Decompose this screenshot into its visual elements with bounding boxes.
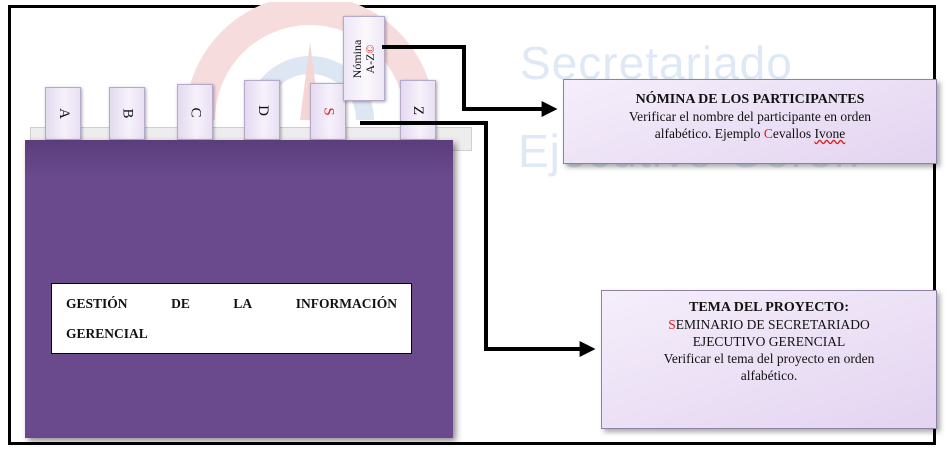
folder-label-word-2: DE bbox=[171, 296, 190, 311]
callout-project-initial: S bbox=[668, 317, 676, 332]
arrow-to-participants bbox=[382, 45, 558, 117]
folder-shade bbox=[25, 140, 453, 178]
folder-label-line2: GERENCIAL bbox=[66, 326, 148, 341]
callout-project: TEMA DEL PROYECTO: SEMINARIO DE SECRETAR… bbox=[601, 290, 937, 429]
callout-project-line2: EJECUTIVO GERENCIAL bbox=[692, 334, 846, 349]
callout-participants-line2: alfabético. Ejemplo Cevallos Ivone bbox=[564, 125, 936, 142]
tab-c[interactable]: C bbox=[177, 84, 213, 140]
callout-project-line3: Verificar el tema del proyecto en orden bbox=[663, 351, 875, 366]
callout-project-line4: alfabético. bbox=[740, 368, 798, 383]
folder-label-line1: GESTIÓN DE LA INFORMACIÓN bbox=[66, 289, 397, 319]
tab-a[interactable]: A bbox=[45, 87, 81, 140]
tab-s[interactable]: S bbox=[310, 83, 346, 140]
folder-label-word-3: LA bbox=[233, 296, 253, 311]
callout-participants-title: NÓMINA DE LOS PARTICIPANTES bbox=[635, 92, 865, 107]
folder-label-word-1: GESTIÓN bbox=[66, 296, 128, 311]
nomina-tab[interactable]: Nómina A-Z© bbox=[343, 16, 385, 101]
callout-participants: NÓMINA DE LOS PARTICIPANTES Verificar el… bbox=[563, 79, 937, 164]
arrow-to-project bbox=[360, 121, 596, 357]
folder-label-word-4: INFORMACIÓN bbox=[295, 296, 397, 311]
callout-participants-name: Ivone bbox=[814, 126, 846, 141]
tab-b[interactable]: B bbox=[109, 87, 145, 140]
callout-project-title: TEMA DEL PROYECTO: bbox=[689, 300, 849, 315]
callout-participants-initial: C bbox=[763, 126, 773, 141]
tab-d[interactable]: D bbox=[244, 80, 280, 140]
callout-project-line1: SEMINARIO DE SECRETARIADO bbox=[602, 316, 936, 333]
callout-participants-line2-prefix: alfabético. Ejemplo bbox=[654, 126, 764, 141]
callout-participants-line2-rest: evallos bbox=[772, 126, 815, 141]
tab-z[interactable]: Z bbox=[400, 80, 436, 140]
folder-label: GESTIÓN DE LA INFORMACIÓN GERENCIAL bbox=[51, 283, 412, 354]
callout-project-line1-rest: EMINARIO DE SECRETARIADO bbox=[675, 317, 870, 332]
callout-participants-line1: Verificar el nombre del participante en … bbox=[628, 109, 872, 124]
